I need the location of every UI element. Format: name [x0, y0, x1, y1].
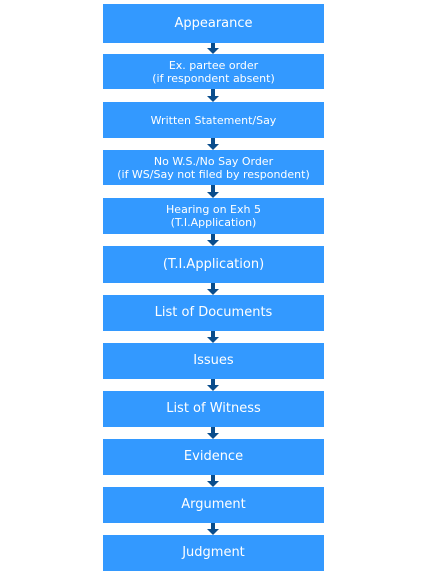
step-no-ws-order: No W.S./No Say Order (if WS/Say not file…	[103, 150, 324, 185]
step-label: List of Documents	[154, 305, 273, 320]
step-label: Judgment	[182, 545, 245, 560]
step-label: List of Witness	[166, 401, 261, 416]
arrow-connector	[207, 283, 219, 295]
step-label: (T.I.Application)	[162, 256, 265, 272]
step-issues: Issues	[103, 343, 324, 379]
step-list-of-witness: List of Witness	[103, 391, 324, 427]
arrow-connector	[207, 475, 219, 487]
arrow-connector	[207, 379, 219, 391]
step-appearance: Appearance	[103, 4, 324, 43]
arrow-connector	[207, 185, 219, 198]
step-label: Issues	[193, 353, 234, 368]
step-ti-application: (T.I.Application)	[103, 246, 324, 283]
step-evidence: Evidence	[103, 439, 324, 475]
step-ex-partee-order: Ex. partee order (if respondent absent)	[103, 54, 324, 89]
arrow-connector	[207, 331, 219, 343]
step-label: Ex. partee order	[168, 58, 259, 72]
arrow-connector	[207, 523, 219, 535]
step-hearing-exh-5: Hearing on Exh 5 (T.I.Application)	[103, 198, 324, 234]
step-judgment: Judgment	[103, 535, 324, 571]
arrow-connector	[207, 234, 219, 246]
step-label: Hearing on Exh 5	[166, 203, 261, 216]
step-list-of-documents: List of Documents	[103, 295, 324, 331]
step-label: Appearance	[174, 15, 253, 31]
step-label: Argument	[181, 497, 246, 512]
arrow-connector	[207, 89, 219, 102]
step-label: No W.S./No Say Order	[153, 154, 274, 168]
step-sublabel: (T.I.Application)	[170, 216, 257, 229]
arrow-connector	[207, 138, 219, 150]
step-argument: Argument	[103, 487, 324, 523]
step-label: Evidence	[183, 449, 244, 464]
step-written-statement: Written Statement/Say	[103, 102, 324, 138]
arrow-connector	[207, 427, 219, 439]
step-sublabel: (if WS/Say not filed by respondent)	[117, 167, 310, 181]
step-label: Written Statement/Say	[150, 113, 277, 127]
step-sublabel: (if respondent absent)	[152, 71, 275, 85]
arrow-connector	[207, 43, 219, 54]
